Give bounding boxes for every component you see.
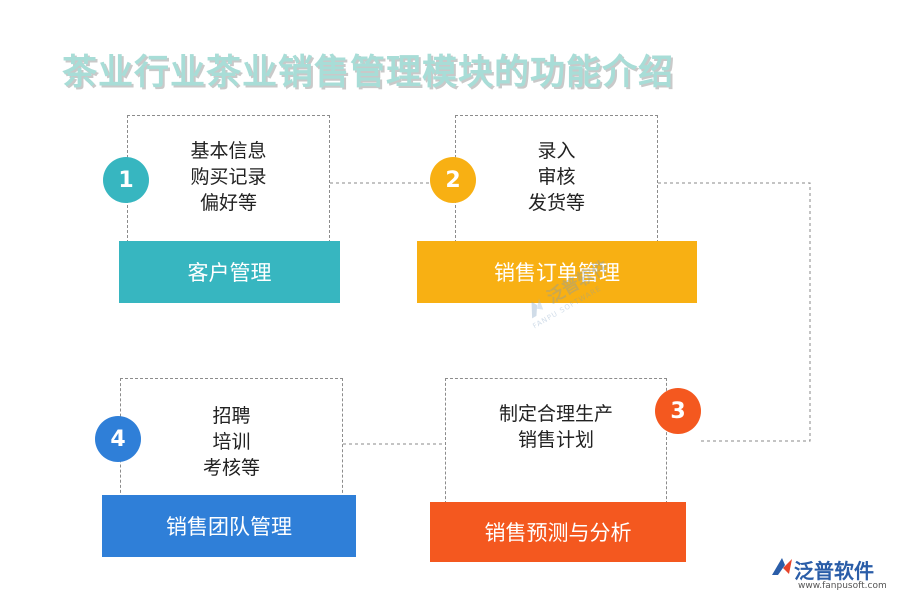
module-3-details: 制定合理生产 销售计划 [446,401,666,453]
module-2-label: 销售订单管理 [417,241,697,303]
detail-item: 销售计划 [517,429,594,451]
brand-name: 泛普软件 [794,559,874,583]
detail-item: 偏好等 [199,192,257,214]
module-1-label: 客户管理 [119,241,340,303]
detail-item: 审核 [537,166,576,188]
module-3-badge: 3 [655,388,701,434]
module-2-badge: 2 [430,157,476,203]
module-3-label: 销售预测与分析 [430,502,686,562]
connector-2-3 [658,182,811,442]
module-2-card: 录入 审核 发货等 [455,115,658,243]
module-3-card: 制定合理生产 销售计划 [445,378,667,504]
module-1-details: 基本信息 购买记录 偏好等 [128,138,329,216]
detail-item: 录入 [537,140,576,162]
detail-item: 考核等 [202,457,260,479]
detail-item: 制定合理生产 [498,403,613,425]
watermark: 泛普软件 FANPU SOFTWARE [518,252,618,330]
detail-item: 购买记录 [190,166,267,188]
module-4-label: 销售团队管理 [102,495,356,557]
watermark-logo-icon [531,297,543,318]
detail-item: 培训 [212,431,251,453]
brand-url: www.fanpusoft.com [798,581,887,591]
module-4-details: 招聘 培训 考核等 [121,403,342,481]
module-1-badge: 1 [103,157,149,203]
module-2-details: 录入 审核 发货等 [456,138,657,216]
module-4-badge: 4 [95,416,141,462]
module-4-card: 招聘 培训 考核等 [120,378,343,498]
module-1-card: 基本信息 购买记录 偏好等 [127,115,330,243]
page-title: 茶业行业茶业销售管理模块的功能介绍 [62,53,675,93]
detail-item: 发货等 [527,192,585,214]
brand-logo-icon [772,558,792,575]
detail-item: 基本信息 [190,140,267,162]
detail-item: 招聘 [212,405,251,427]
